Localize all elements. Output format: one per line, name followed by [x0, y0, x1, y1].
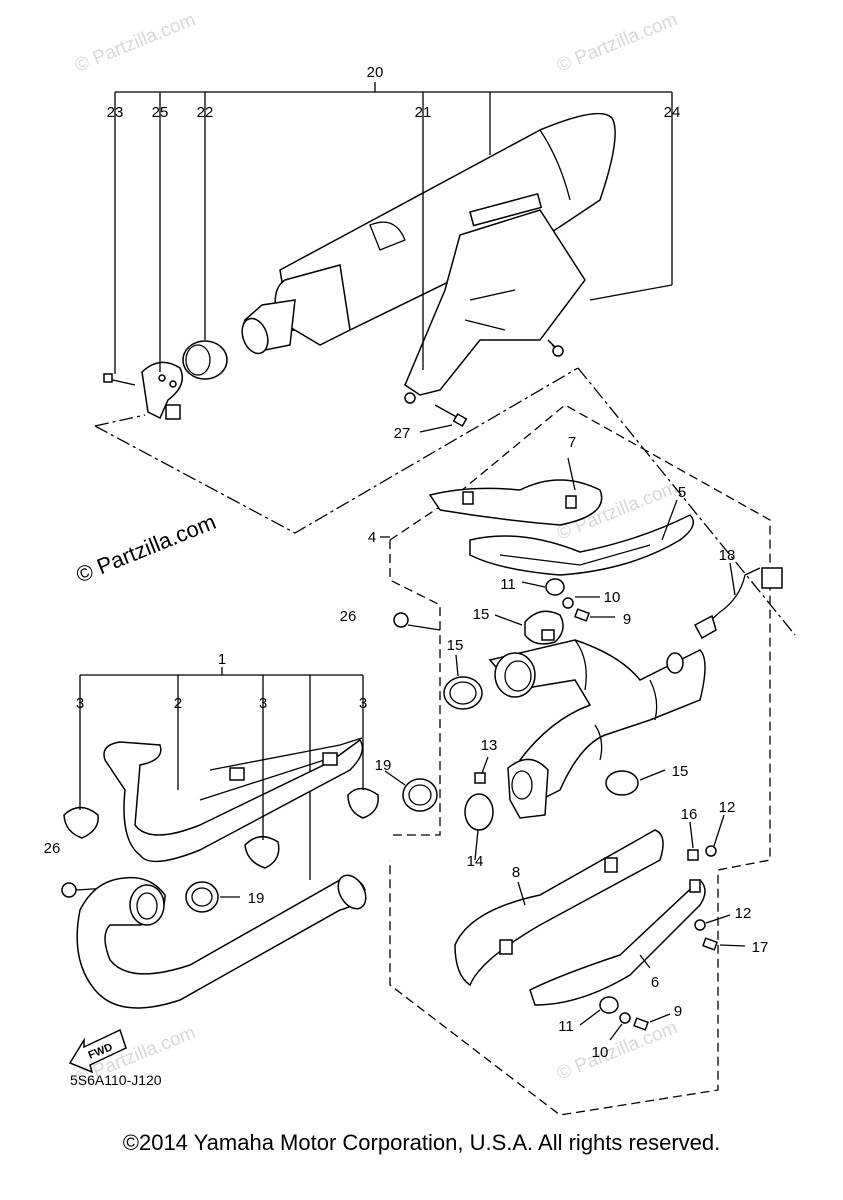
callout-8: 8 [512, 864, 520, 881]
callout-9: 9 [623, 611, 631, 628]
callout-16: 16 [681, 806, 698, 823]
callout-23: 23 [107, 104, 124, 121]
callout-21: 21 [415, 104, 432, 121]
callout-11: 11 [500, 576, 516, 593]
callout-24: 24 [664, 104, 681, 121]
reference-lines [94, 367, 796, 636]
callout-15: 15 [447, 637, 464, 654]
partzilla-watermark: © Partzilla.com [73, 509, 220, 588]
forward-arrow-icon: FWD [68, 1028, 127, 1074]
callout-2: 2 [174, 695, 182, 712]
callout-6: 6 [651, 974, 659, 991]
callout-25: 25 [152, 104, 169, 121]
callout-4: 4 [368, 529, 376, 546]
callout-15: 15 [473, 606, 490, 623]
callout-11: 11 [558, 1018, 574, 1035]
callout-10: 10 [604, 589, 621, 606]
muffler-assembly [103, 82, 673, 433]
callout-3: 3 [259, 695, 267, 712]
callout-13: 13 [481, 737, 498, 754]
callout-12: 12 [735, 905, 752, 922]
callout-22: 22 [197, 104, 214, 121]
callout-15: 15 [672, 763, 689, 780]
callout-14: 14 [467, 853, 484, 870]
lower-heat-protectors [454, 814, 746, 1041]
callout-19: 19 [375, 757, 392, 774]
callout-19: 19 [248, 890, 265, 907]
callout-18: 18 [719, 547, 736, 564]
callout-9: 9 [674, 1003, 682, 1020]
watermark: © Partzilla.com [554, 9, 681, 76]
callout-7: 7 [568, 434, 576, 451]
watermark: © Partzilla.com [72, 9, 199, 76]
callout-27: 27 [394, 425, 411, 442]
callout-5: 5 [678, 484, 686, 501]
callout-3: 3 [359, 695, 367, 712]
exhaust-pipe-assembly [61, 667, 379, 1009]
callout-3: 3 [76, 695, 84, 712]
joint-pipe-assembly [380, 404, 783, 1116]
callout-10: 10 [592, 1044, 609, 1061]
copyright-notice: ©2014 Yamaha Motor Corporation, U.S.A. A… [122, 1130, 721, 1155]
callout-26: 26 [44, 840, 61, 857]
callout-12: 12 [719, 799, 736, 816]
callouts: 1 2 3 3 3 4 5 6 7 8 9 9 10 10 11 11 12 1… [44, 64, 769, 1061]
callout-1: 1 [218, 651, 226, 668]
callout-17: 17 [752, 939, 769, 956]
callout-20: 20 [367, 64, 384, 81]
diagram-code: 5S6A110-J120 [70, 1072, 162, 1088]
callout-26: 26 [340, 608, 357, 625]
